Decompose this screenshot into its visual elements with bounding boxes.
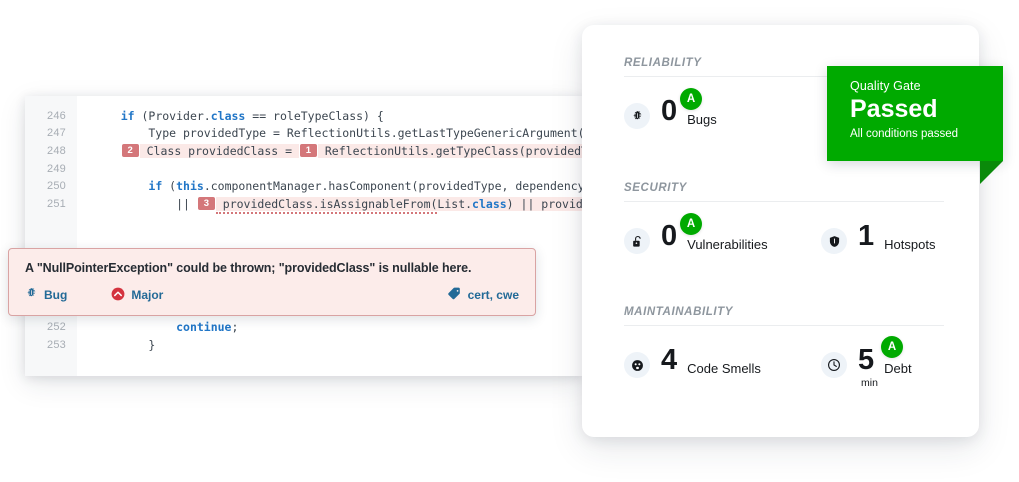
rating-badge[interactable]: A (680, 213, 702, 235)
code-line-spacer (25, 213, 583, 231)
metric-row: 0 Vulnerabilities A 1 Hotspots (624, 213, 944, 254)
line-content: Type providedType = ReflectionUtils.getL… (148, 126, 583, 141)
line-content: continue; (176, 319, 239, 334)
code-line[interactable]: 253 } (25, 336, 583, 354)
metric-value: 5 min (858, 344, 878, 389)
metric-number: 5 (858, 344, 875, 376)
section-reliability: RELIABILITY 0 Bugs A (624, 57, 944, 129)
line-number: 251 (47, 197, 66, 210)
code-line[interactable]: 250 if (this.componentManager.hasCompone… (25, 177, 583, 195)
metric-label: Bugs (687, 112, 717, 127)
code-line[interactable]: 249 (25, 160, 583, 178)
line-content: if (this.componentManager.hasComponent(p… (148, 179, 583, 194)
line-content: 2 Class providedClass = 1 ReflectionUtil… (77, 143, 583, 158)
quality-gate-fold (980, 161, 1003, 184)
metric-vulnerabilities[interactable]: 0 Vulnerabilities A (624, 213, 821, 254)
code-line[interactable]: 246 if (Provider.class == roleTypeClass)… (25, 107, 583, 125)
line-number: 250 (47, 180, 66, 193)
section-security: SECURITY 0 Vulnerabilities A (624, 182, 944, 254)
metric-bugs[interactable]: 0 Bugs A (624, 88, 717, 129)
line-number: 248 (47, 144, 66, 157)
metric-value: 1 (858, 220, 875, 252)
clock-icon (821, 352, 847, 378)
metric-row: 0 Bugs A (624, 88, 944, 129)
shield-icon (821, 228, 847, 254)
metric-value: 0 (661, 220, 678, 252)
code-viewer-panel[interactable]: 246 if (Provider.class == roleTypeClass)… (25, 96, 583, 376)
code-line[interactable]: 252 continue; (25, 318, 583, 336)
line-content: || 3 providedClass.isAssignableFrom(List… (77, 196, 583, 214)
line-number: 247 (47, 127, 66, 140)
section-title: SECURITY (624, 182, 687, 194)
issue-type-label: Bug (44, 288, 68, 302)
metric-label: Hotspots (884, 237, 936, 252)
open-lock-icon (624, 228, 650, 254)
metric-label: Code Smells (687, 361, 761, 376)
metric-code-smells[interactable]: 4 Code Smells (624, 345, 821, 378)
issue-tooltip[interactable]: A "NullPointerException" could be thrown… (8, 248, 536, 316)
code-line-with-issue[interactable]: 251 || 3 providedClass.isAssignableFrom(… (25, 195, 583, 214)
quality-gate-subtitle: All conditions passed (850, 128, 959, 141)
code-line-spacer (25, 230, 583, 248)
line-number: 252 (47, 320, 66, 333)
metric-value: 0 (661, 95, 678, 127)
line-content: if (Provider.class == roleTypeClass) { (120, 108, 384, 123)
code-line[interactable]: 247 Type providedType = ReflectionUtils.… (25, 125, 583, 143)
rating-badge[interactable]: A (881, 336, 903, 358)
issue-tags[interactable]: cert, cwe (447, 286, 519, 304)
code-gutter-background (25, 96, 77, 376)
severity-major-icon (111, 287, 125, 304)
line-number: 246 (47, 109, 66, 122)
metric-label: Debt (884, 361, 912, 376)
line-number: 249 (47, 162, 66, 175)
metric-label: Vulnerabilities (687, 237, 768, 252)
line-number: 253 (47, 338, 66, 351)
code-lines: 246 if (Provider.class == roleTypeClass)… (25, 96, 583, 353)
issue-tags-label: cert, cwe (467, 288, 519, 302)
code-smell-icon (624, 352, 650, 378)
metric-row: 4 Code Smells 5 min Debt A (624, 336, 944, 389)
section-title: MAINTAINABILITY (624, 306, 734, 318)
section-divider (624, 325, 944, 326)
issue-severity[interactable]: Major (111, 287, 163, 304)
section-divider (624, 201, 944, 202)
metric-value: 4 (661, 344, 678, 376)
metric-hotspots[interactable]: 1 Hotspots (821, 221, 935, 254)
metric-debt[interactable]: 5 min Debt A (821, 336, 912, 389)
code-line-with-issue[interactable]: 248 2 Class providedClass = 1 Reflection… (25, 142, 583, 160)
rating-badge[interactable]: A (680, 88, 702, 110)
issue-severity-label: Major (131, 288, 164, 302)
section-divider (624, 76, 944, 77)
quality-gate-badge[interactable]: Quality Gate Passed All conditions passe… (827, 66, 1003, 184)
section-title: RELIABILITY (624, 57, 702, 69)
bug-icon (25, 287, 38, 303)
metric-unit: min (861, 377, 878, 389)
quality-gate-status: Passed (850, 95, 938, 123)
tag-icon (447, 286, 462, 304)
line-content: } (93, 337, 156, 352)
issue-message: A "NullPointerException" could be thrown… (25, 261, 472, 275)
issue-metadata-row: Bug Major cert, cwe (25, 286, 519, 304)
bug-icon (624, 103, 650, 129)
issue-type[interactable]: Bug (25, 287, 67, 303)
quality-gate-title: Quality Gate (850, 79, 921, 93)
section-maintainability: MAINTAINABILITY 4 Code Smells (624, 306, 944, 389)
